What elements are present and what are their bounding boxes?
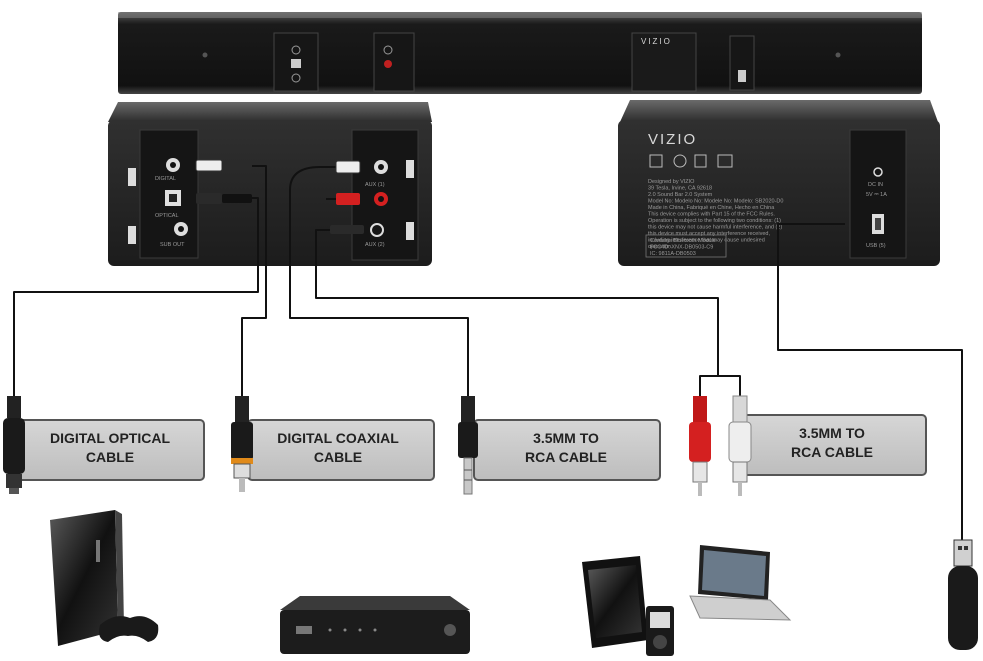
- dc-in-label: DC IN: [868, 182, 883, 188]
- usb-drive-icon: [948, 539, 978, 650]
- optical-connector-icon: [3, 396, 25, 494]
- soundbar: VIZIO: [118, 12, 922, 94]
- label-line: Made in China, Fabriqué en Chine, Hecho …: [648, 205, 775, 211]
- cable-label-35mm-rca-b: 3.5MM TO RCA CABLE: [739, 414, 927, 476]
- aux2-port-label: AUX (2): [365, 242, 385, 248]
- tablet-laptop-mp3-icon: [582, 545, 792, 656]
- rca-plug-white-icon: [728, 395, 752, 496]
- label-line: 39 Tesla, Irvine, CA 92618: [648, 186, 712, 192]
- cable-label-line: RCA CABLE: [791, 444, 873, 460]
- module-line: FCC ID: XNX-DB0503-C9: [650, 245, 713, 251]
- cable-label-line: DIGITAL OPTICAL: [50, 430, 170, 446]
- cable-label-optical: DIGITAL OPTICAL CABLE: [17, 419, 205, 481]
- cable-label-line: 3.5MM TO: [799, 425, 865, 441]
- dc-in-jack: [873, 167, 883, 177]
- right-panel-brand: VIZIO: [648, 131, 697, 148]
- cable-label-line: RCA CABLE: [525, 449, 607, 465]
- cable-label-line: 3.5MM TO: [533, 430, 599, 446]
- cable-label-line: DIGITAL COAXIAL: [277, 430, 399, 446]
- usb-port-label: USB (5): [866, 243, 886, 249]
- cable-label-line: CABLE: [314, 449, 362, 465]
- power-rating-label: 5V ⎓ 1A: [866, 192, 887, 198]
- aux2-jack: [370, 223, 384, 237]
- cable-label-35mm-rca-a: 3.5MM TO RCA CABLE: [473, 419, 661, 481]
- soundbar-brand: VIZIO: [641, 37, 672, 46]
- module-line: IC: 9811A-DB0503: [650, 251, 696, 257]
- device-label-text: Designed by VIZIO 39 Tesla, Irvine, CA 9…: [648, 179, 785, 250]
- label-line: 2.0 Sound Bar 2.0 System: [648, 192, 713, 198]
- label-line: including interference that may cause un…: [648, 238, 765, 244]
- module-label-text: Contains Bluetooth Module FCC ID: XNX-DB…: [650, 238, 718, 257]
- label-line: This device complies with Part 15 of the…: [648, 212, 775, 218]
- cable-label-line: CABLE: [86, 449, 134, 465]
- certification-icons: [649, 154, 733, 168]
- rca-wire-white: [289, 166, 469, 398]
- game-console-icon: [50, 510, 159, 646]
- rca-split: [699, 375, 741, 398]
- rca-plug-red-icon: [689, 396, 711, 496]
- digital-port-label: DIGITAL: [155, 176, 176, 182]
- left-port-panel: DIGITAL OPTICAL SUB OUT AUX (1) AUX (2): [108, 102, 432, 266]
- right-port-panel: VIZIO Designed by VIZIO 39 Tesla, Irvine…: [618, 100, 940, 266]
- coaxial-connector-icon: [231, 396, 253, 492]
- label-line: Model No: Modelo No: Modele No: Modelo: …: [648, 199, 783, 205]
- label-line: operation.: [648, 244, 673, 250]
- sub-out-port-label: SUB OUT: [160, 242, 185, 248]
- panel-plugs: [195, 159, 364, 234]
- label-line: Operation is subject to the following tw…: [648, 218, 781, 224]
- 35mm-plug-icon: [458, 396, 478, 495]
- optical-port-label: OPTICAL: [155, 213, 179, 219]
- label-line: this device must accept any interference…: [648, 231, 770, 237]
- module-line: Contains Bluetooth Module: [650, 238, 716, 244]
- label-line: this device may not cause harmful interf…: [648, 225, 782, 231]
- cable-label-coaxial: DIGITAL COAXIAL CABLE: [247, 419, 435, 481]
- label-line: Designed by VIZIO: [648, 179, 695, 185]
- aux1-port-label: AUX (1): [365, 182, 385, 188]
- set-top-box-icon: [280, 596, 470, 654]
- usb-wire: [777, 223, 963, 540]
